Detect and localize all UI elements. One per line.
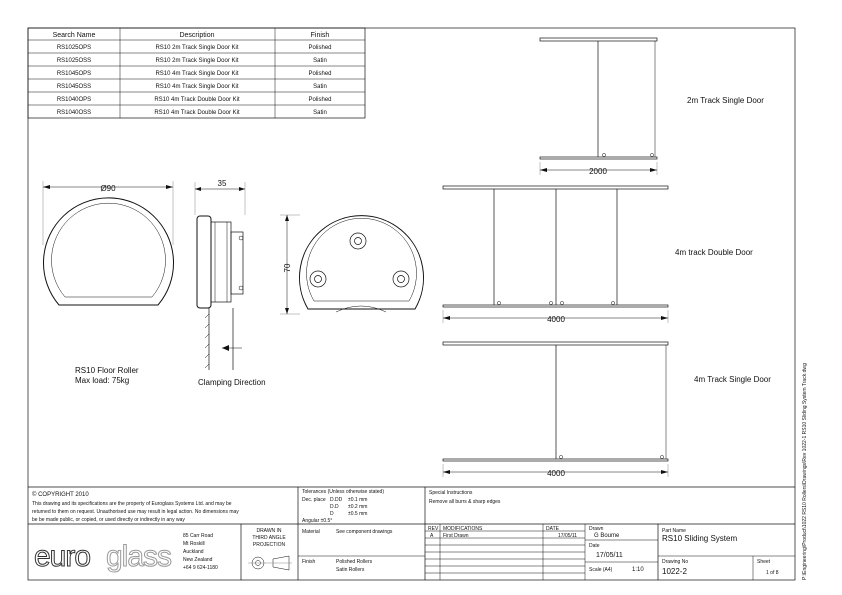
table-cell: RS1040OPS bbox=[57, 97, 91, 103]
table-cell: RS10 2m Track Single Door Kit bbox=[155, 58, 238, 64]
angular-tolerance: Angular ±0.5° bbox=[302, 518, 332, 524]
address-line: Mt Roskill bbox=[183, 541, 205, 547]
table-cell: RS1045OPS bbox=[57, 71, 91, 77]
table-cell: RS1040OSS bbox=[57, 110, 91, 116]
table-cell: RS10 2m Track Single Door Kit bbox=[155, 45, 238, 51]
table-cell: RS10 4m Track Single Door Kit bbox=[155, 84, 238, 90]
date-label: Date bbox=[589, 543, 600, 549]
rev-cell: 17/05/11 bbox=[558, 533, 577, 539]
copyright-title: © COPYRIGHT 2010 bbox=[32, 491, 89, 498]
tolerance-key: D bbox=[330, 511, 334, 517]
sheet-label: Sheet bbox=[757, 559, 771, 565]
table-cell: Polished bbox=[308, 71, 331, 77]
table-cell: RS1025OSS bbox=[57, 58, 91, 64]
tolerances-title: Tolerances (Unless otherwise stated) bbox=[302, 489, 384, 495]
part-name-label: Part Name bbox=[662, 528, 686, 534]
track-2m-single-door: 2000 bbox=[539, 37, 658, 176]
finish-label: Finish bbox=[302, 559, 316, 565]
sheet-value: 1 of 8 bbox=[766, 570, 779, 576]
table-cell: Polished bbox=[308, 45, 331, 51]
roller-front-view: Ø90 bbox=[42, 181, 174, 306]
tolerance-key: D.D bbox=[330, 504, 339, 510]
tolerance-value: ±0.1 mm bbox=[348, 497, 367, 503]
logo-euro: euro bbox=[34, 540, 90, 573]
part-name-value: RS10 Sliding System bbox=[662, 534, 737, 543]
track-2m-single-label: 2m Track Single Door bbox=[687, 96, 764, 105]
title-block bbox=[28, 486, 795, 580]
drawn-value: G Boume bbox=[594, 533, 620, 539]
sheet-border bbox=[27, 27, 796, 581]
special-instructions-text: Remove all burrs & sharp edges bbox=[429, 499, 501, 505]
tolerance-label: Dec. place bbox=[302, 497, 326, 503]
file-path-text: P:\Engineering\Product\1022 RS10 Rollers… bbox=[802, 363, 808, 580]
table-cell: RS10 4m Track Single Door Kit bbox=[155, 71, 238, 77]
roller-diameter-dim: Ø90 bbox=[100, 184, 116, 193]
track-4m-double-dim: 4000 bbox=[547, 315, 565, 324]
date-value: 17/05/11 bbox=[596, 552, 623, 559]
table-cell: RS1045OSS bbox=[57, 84, 91, 90]
table-cell: Satin bbox=[313, 58, 327, 64]
table-cell: Satin bbox=[313, 84, 327, 90]
euroglass-logo: euro glass bbox=[34, 540, 173, 574]
third-angle-projection-symbol bbox=[248, 555, 292, 571]
copyright-line: returned to them on request. Unauthorise… bbox=[32, 509, 239, 515]
track-2m-dim: 2000 bbox=[589, 167, 607, 176]
rev-cell: A bbox=[430, 533, 434, 539]
rev-cell: First Drawn bbox=[443, 533, 469, 539]
table-cell: RS10 4m Track Double Door Kit bbox=[154, 110, 240, 116]
rev-header: REV bbox=[428, 526, 439, 532]
tolerance-value: ±0.5 mm bbox=[348, 511, 367, 517]
rev-header: MODIFICATIONS bbox=[443, 526, 483, 532]
address-line: +64 9 624-1180 bbox=[183, 565, 218, 571]
finish-value: Polished Rollers bbox=[336, 559, 373, 565]
track-4m-single-label: 4m Track Single Door bbox=[694, 375, 771, 384]
table-cell: Polished bbox=[308, 97, 331, 103]
rev-header: DATE bbox=[546, 526, 560, 532]
tolerance-value: ±0.2 mm bbox=[348, 504, 367, 510]
roller-max-load: Max load: 75kg bbox=[75, 376, 129, 385]
roller-width-dim: 35 bbox=[218, 179, 227, 188]
track-4m-double-label: 4m track Double Door bbox=[675, 248, 753, 257]
copyright-line: be be made public, or copied, or used di… bbox=[32, 517, 185, 523]
roller-rear-view: 70 bbox=[280, 214, 424, 315]
tolerance-key: D.DD bbox=[330, 497, 343, 503]
roller-side-view: 35 Clamping Direction bbox=[194, 179, 266, 387]
roller-height-dim: 70 bbox=[283, 263, 292, 272]
address-line: 85 Carr Road bbox=[183, 533, 213, 539]
logo-glass: glass bbox=[106, 540, 171, 573]
table-cell: RS1025OPS bbox=[57, 45, 91, 51]
table-cell: Satin bbox=[313, 110, 327, 116]
projection-label: PROJECTION bbox=[253, 542, 286, 548]
projection-label: DRAWN IN bbox=[256, 528, 281, 534]
table-header-description: Description bbox=[179, 32, 214, 39]
table-header-finish: Finish bbox=[311, 32, 330, 39]
clamping-direction-label: Clamping Direction bbox=[198, 378, 266, 387]
address-line: Auckland bbox=[183, 549, 204, 555]
drawn-label: Drawn bbox=[589, 526, 604, 532]
table-cell: RS10 4m Track Double Door Kit bbox=[154, 97, 240, 103]
scale-value: 1:10 bbox=[632, 567, 644, 573]
product-table: Search Name Description Finish RS1025OPS… bbox=[27, 27, 366, 119]
track-4m-single-dim: 4000 bbox=[547, 469, 565, 478]
special-instructions-title: Special Instructions bbox=[429, 490, 473, 496]
material-label: Material bbox=[302, 529, 320, 535]
roller-name: RS10 Floor Roller bbox=[75, 366, 139, 375]
address-line: New Zealand bbox=[183, 557, 213, 563]
track-4m-double-door: 4000 bbox=[442, 185, 669, 324]
finish-value: Satin Rollers bbox=[336, 567, 365, 573]
projection-label: THIRD ANGLE bbox=[252, 535, 286, 541]
track-4m-single-door: 4000 bbox=[442, 341, 669, 478]
scale-label: Scale (A4) bbox=[589, 567, 613, 573]
drawing-no-value: 1022-2 bbox=[662, 567, 687, 576]
material-value: See component drawings bbox=[336, 529, 393, 535]
copyright-line: This drawing and its specifications are … bbox=[32, 501, 232, 507]
drawing-no-label: Drawing No bbox=[662, 559, 688, 565]
table-header-search-name: Search Name bbox=[53, 32, 96, 39]
